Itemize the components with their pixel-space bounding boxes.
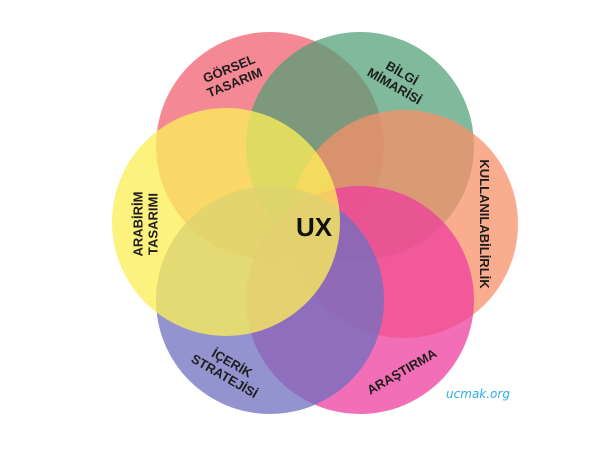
watermark-text: ucmak.org xyxy=(446,387,510,401)
label-line: TASARIMI xyxy=(146,193,161,255)
center-label-ux: UX xyxy=(296,212,333,242)
label-kullan: KULLANILABİLİRLİK xyxy=(477,159,492,289)
label-line: KULLANILABİLİRLİK xyxy=(477,159,492,289)
circle-arabirim xyxy=(112,108,340,336)
label-line: ARABİRİM xyxy=(131,192,146,257)
label-arabirim: ARABİRİMTASARIMI xyxy=(131,192,161,257)
circles-layer xyxy=(112,32,518,414)
